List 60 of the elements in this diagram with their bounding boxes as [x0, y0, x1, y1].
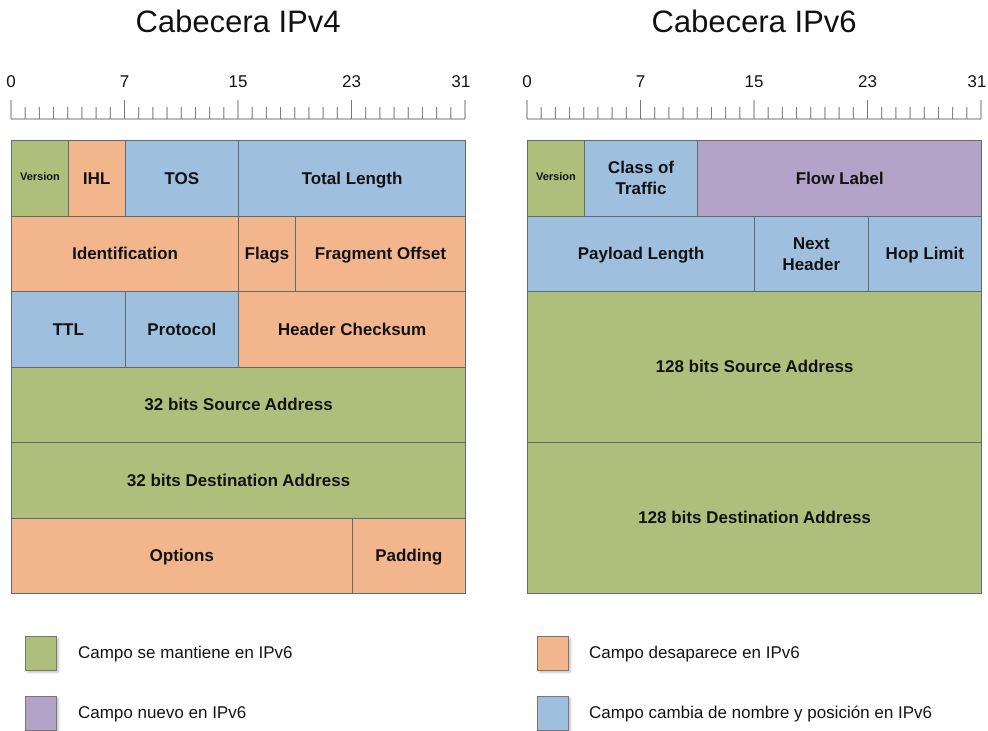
field-name: Options	[148, 545, 215, 566]
legend-text: Campo desaparece en IPv6	[589, 643, 800, 663]
field-name: Hop Limit	[884, 243, 965, 264]
bit-number: 15	[744, 72, 764, 92]
bit-number: 15	[228, 72, 248, 92]
field-name: Fragment Offset	[314, 243, 448, 264]
field-name: 32 bits Source Address	[143, 394, 334, 416]
field-name: Version	[535, 171, 577, 186]
bit-number: 31	[451, 72, 470, 92]
field-name: Payload Length	[576, 243, 706, 264]
header-field	[754, 216, 868, 292]
header-field	[11, 442, 466, 518]
field-name: Total Length	[300, 168, 404, 189]
field-name: TOS	[163, 168, 200, 189]
panel-title: Cabecera IPv4	[135, 4, 341, 40]
header-field	[584, 140, 698, 216]
field-name: Class of Traffic	[606, 157, 676, 200]
field-name: IHL	[82, 168, 112, 189]
header-field	[124, 291, 239, 368]
header-field	[11, 518, 352, 594]
bit-number: 7	[636, 72, 646, 92]
header-field	[238, 140, 466, 216]
field-name: 128 bits Source Address	[654, 356, 854, 378]
header-field	[238, 291, 466, 368]
field-name: Padding	[374, 545, 444, 566]
header-field	[352, 518, 466, 594]
header-field	[238, 216, 296, 292]
legend-text: Campo se mantiene en IPv6	[78, 643, 293, 663]
panel-title: Cabecera IPv6	[651, 4, 857, 40]
header-field	[527, 216, 755, 292]
bit-number: 0	[6, 72, 16, 92]
legend-text: Campo nuevo en IPv6	[78, 703, 246, 723]
field-name: TTL	[52, 318, 85, 340]
header-field	[11, 366, 466, 443]
bit-number: 23	[858, 72, 877, 92]
bit-number: 31	[967, 72, 986, 92]
header-field	[11, 140, 69, 216]
header-field	[527, 291, 982, 443]
legend-text: Campo cambia de nombre y posición en IPv6	[589, 703, 932, 723]
header-field	[527, 140, 585, 216]
field-name: Flow Label	[794, 168, 885, 189]
header-field	[294, 216, 466, 292]
field-name: Protocol	[146, 318, 218, 340]
header-field	[868, 216, 982, 292]
field-name: 32 bits Destination Address	[126, 470, 352, 491]
bit-number: 0	[522, 72, 532, 92]
field-name: Identification	[71, 243, 179, 264]
header-field	[527, 442, 982, 594]
field-name: 128 bits Destination Address	[637, 507, 872, 529]
header-field	[697, 140, 982, 216]
bit-number: 7	[120, 72, 130, 92]
header-field	[11, 216, 239, 292]
field-name: Next Header	[781, 232, 842, 275]
field-name: Flags	[244, 243, 290, 264]
bit-number: 23	[342, 72, 361, 92]
header-field	[11, 291, 126, 368]
header-field	[124, 140, 239, 216]
field-name: Version	[19, 171, 61, 186]
field-name: Header Checksum	[276, 318, 428, 340]
header-field	[68, 140, 126, 216]
